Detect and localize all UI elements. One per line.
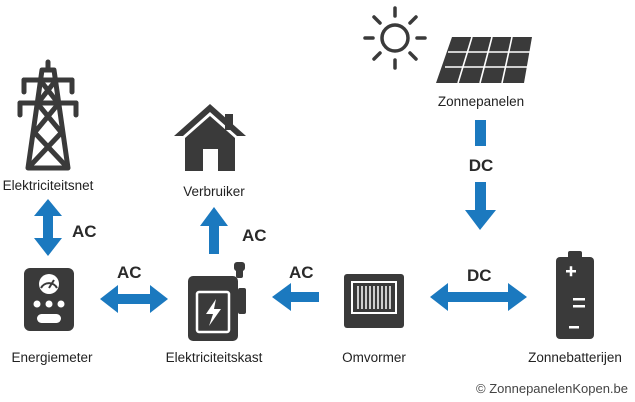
arrow-inverter-battery [430,283,527,311]
solar-panel-icon [436,36,532,84]
arrow-grid-meter [34,199,62,256]
flow-label-inverter-cabinet: AC [289,263,314,282]
inverter-icon [344,274,404,328]
house-icon [174,104,246,171]
flow-label-panels-inverter: DC [469,156,494,175]
label-energiemeter: Energiemeter [11,350,93,365]
power-pylon-icon [17,59,79,171]
flow-label-grid-meter: AC [72,222,97,241]
label-elektriciteitsnet: Elektriciteitsnet [3,178,94,193]
sun-icon [363,6,427,70]
electric-cabinet-icon [188,262,246,341]
label-omvormer: Omvormer [342,350,406,365]
arrow-inverter-cabinet [272,283,319,311]
flow-label-cabinet-consumer: AC [242,226,267,245]
energy-meter-icon [24,268,74,331]
copyright-text: © ZonnepanelenKopen.be [476,381,628,396]
arrow-cabinet-consumer [200,207,228,254]
label-zonnepanelen: Zonnepanelen [438,94,524,109]
label-zonnebatterijen: Zonnebatterijen [528,350,622,365]
flow-label-meter-cabinet: AC [117,263,142,282]
flow-label-inverter-battery: DC [467,266,492,285]
label-elektriciteitskast: Elektriciteitskast [166,350,263,365]
arrow-meter-cabinet [100,285,168,313]
arrow-panels-inverter [465,120,496,230]
battery-icon [556,251,594,339]
label-verbruiker: Verbruiker [183,184,245,199]
